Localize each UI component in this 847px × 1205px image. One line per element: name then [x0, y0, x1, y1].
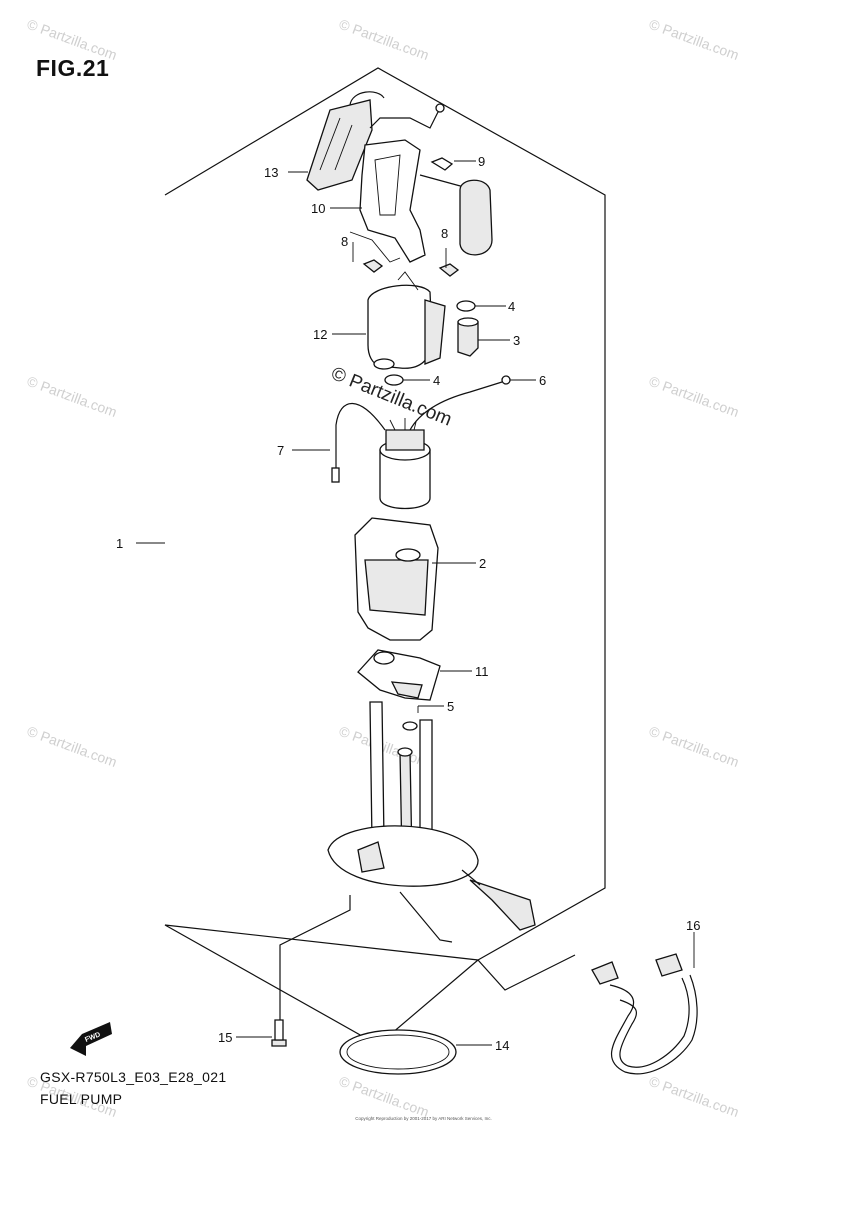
callout-9: 9 — [478, 154, 485, 169]
callout-8-right: 8 — [441, 226, 448, 241]
leader-lines — [136, 160, 695, 1046]
figure-title: FIG.21 — [36, 55, 110, 81]
watermark: © Partzilla.com — [647, 373, 741, 420]
callout-12: 12 — [313, 327, 327, 342]
callout-16: 16 — [686, 918, 700, 933]
watermark: © Partzilla.com — [337, 16, 431, 63]
part-12-pressure-regulator-housing — [367, 271, 446, 370]
callout-11: 11 — [475, 664, 489, 679]
part-4-o-ring-lower — [384, 374, 404, 386]
part-11-fuel-filter — [357, 649, 441, 701]
part-14-gasket-inner — [346, 1034, 450, 1070]
watermark: © Partzilla.com — [25, 373, 119, 420]
part-3-regulator — [457, 317, 479, 357]
watermark: © Partzilla.com — [337, 1073, 431, 1120]
callout-15: 15 — [218, 1030, 232, 1045]
part-14-gasket — [339, 1029, 457, 1075]
copyright-note: Copyright Reproduction by 2001-2017 by A… — [355, 1116, 492, 1121]
callout-10: 10 — [311, 201, 325, 216]
callouts: 1 2 3 4 4 5 6 7 8 8 9 10 11 12 13 14 15 … — [116, 154, 700, 1053]
diagram-code: GSX-R750L3_E03_E28_021 — [40, 1069, 227, 1085]
part-13-sensor-plate — [306, 91, 445, 191]
callout-6: 6 — [539, 373, 546, 388]
callout-2: 2 — [479, 556, 486, 571]
callout-4-lower: 4 — [433, 373, 440, 388]
assembly-outline — [164, 67, 606, 1046]
part-15-bolt — [271, 1019, 287, 1047]
wire-leads — [331, 375, 511, 483]
fuel-pump-motor — [379, 418, 431, 510]
outline-lower-bracket — [279, 895, 351, 1020]
callout-14: 14 — [495, 1038, 509, 1053]
callout-7: 7 — [277, 443, 284, 458]
part-5-o-ring — [402, 721, 418, 731]
pump-base-plate — [327, 825, 536, 943]
fwd-arrow-icon: FWD — [70, 1022, 112, 1056]
callout-13: 13 — [264, 165, 278, 180]
callout-4-upper: 4 — [508, 299, 515, 314]
diagram-description: FUEL PUMP — [40, 1091, 123, 1107]
part-4-o-ring-upper — [456, 300, 476, 312]
part-10-bracket — [349, 139, 426, 263]
callout-3: 3 — [513, 333, 520, 348]
part-9-clip-and-float — [419, 157, 493, 256]
callout-1: 1 — [116, 536, 123, 551]
part-8-screws — [362, 259, 460, 277]
watermark: © Partzilla.com — [647, 1073, 741, 1120]
watermark: © Partzilla.com — [25, 723, 119, 770]
watermark: © Partzilla.com — [647, 723, 741, 770]
callout-8-left: 8 — [341, 234, 348, 249]
watermark: © Partzilla.com — [337, 723, 431, 770]
watermark: © Partzilla.com — [647, 16, 741, 63]
callout-5: 5 — [447, 699, 454, 714]
part-16-fuel-hose — [591, 953, 698, 1075]
part-2-pump-case — [354, 517, 439, 641]
